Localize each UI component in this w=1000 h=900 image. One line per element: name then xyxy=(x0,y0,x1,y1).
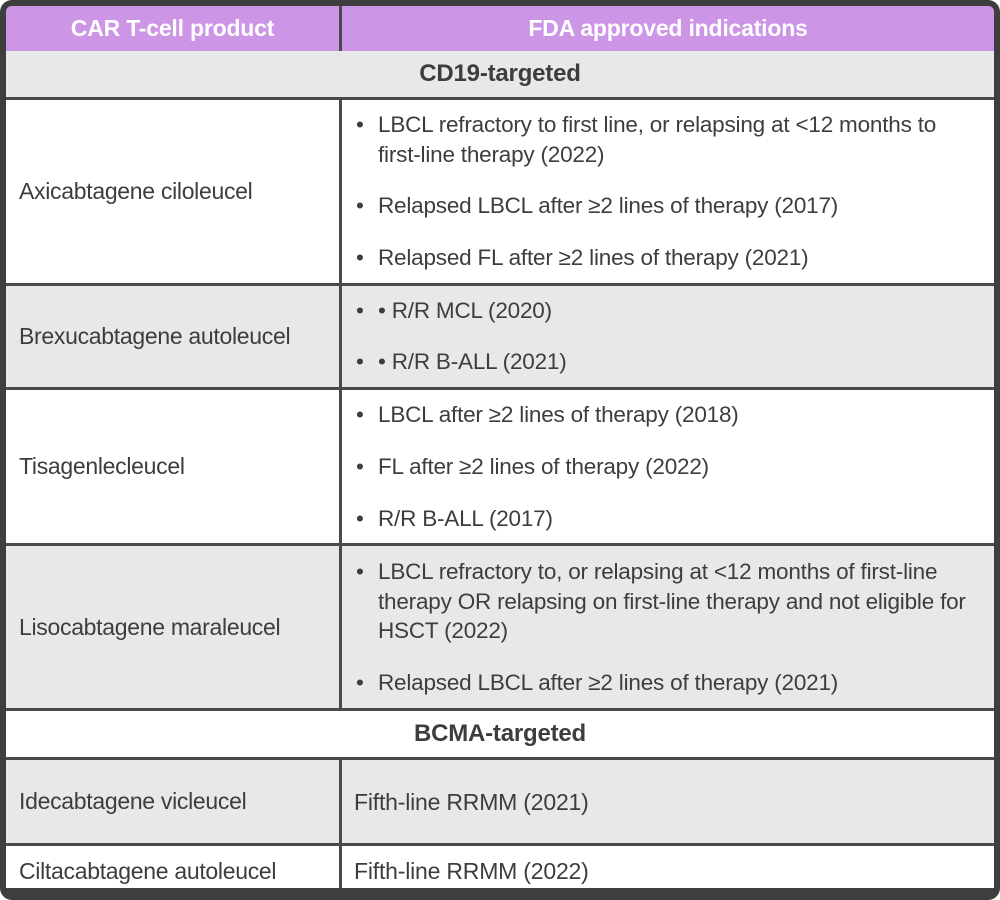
indication-item: • • R/R B-ALL (2021) xyxy=(356,347,978,377)
indications-cell: • LBCL after ≥2 lines of therapy (2018) … xyxy=(342,390,994,543)
bullet-icon: • xyxy=(356,193,364,219)
indication-text: Fifth-line RRMM (2021) xyxy=(354,788,589,815)
indication-text: LBCL after ≥2 lines of therapy (2018) xyxy=(378,402,739,428)
indication-text: Relapsed FL after ≥2 lines of therapy (2… xyxy=(378,245,809,271)
bullet-icon: • xyxy=(356,505,364,531)
table-row: Ciltacabtagene autoleucel • Fifth-line R… xyxy=(6,843,994,888)
indications-cell: • LBCL refractory to first line, or rela… xyxy=(342,100,994,283)
indication-text: • R/R MCL (2020) xyxy=(378,297,552,323)
indication-text: FL after ≥2 lines of therapy (2022) xyxy=(378,453,709,479)
indication-item: • FL after ≥2 lines of therapy (2022) xyxy=(356,452,978,482)
bullet-icon: • xyxy=(356,669,364,695)
indication-item: • Relapsed LBCL after ≥2 lines of therap… xyxy=(356,668,978,698)
bullet-icon: • xyxy=(356,349,364,375)
indication-item: • LBCL refractory to first line, or rela… xyxy=(356,110,978,169)
indication-item: • Fifth-line RRMM (2022) xyxy=(354,856,978,886)
indication-text: LBCL refractory to, or relapsing at <12 … xyxy=(378,558,966,644)
section-title: CD19-targeted xyxy=(419,60,581,87)
bullet-icon: • xyxy=(356,558,364,584)
section-header-row: BCMA-targeted xyxy=(6,708,994,757)
table-row: Brexucabtagene autoleucel • • R/R MCL (2… xyxy=(6,282,994,388)
bullet-icon: • xyxy=(356,453,364,479)
table-body: CD19-targeted Axicabtagene ciloleucel • … xyxy=(6,51,994,888)
indication-text: R/R B-ALL (2017) xyxy=(378,505,553,531)
indication-item: • • R/R MCL (2020) xyxy=(356,296,978,326)
indication-text: Fifth-line RRMM (2022) xyxy=(354,858,589,885)
indication-text: • R/R B-ALL (2021) xyxy=(378,349,567,375)
product-name: Tisagenlecleucel xyxy=(6,390,342,544)
indications-cell: • • R/R MCL (2020) • • R/R B-ALL (2021) xyxy=(342,286,994,387)
indication-item: • Relapsed FL after ≥2 lines of therapy … xyxy=(356,243,978,273)
indication-text: Relapsed LBCL after ≥2 lines of therapy … xyxy=(378,669,839,695)
section-title: BCMA-targeted xyxy=(413,720,587,748)
product-name: Ciltacabtagene autoleucel xyxy=(6,846,342,888)
indication-item: • LBCL refractory to, or relapsing at <1… xyxy=(356,557,978,646)
indication-text: LBCL refractory to first line, or relaps… xyxy=(378,112,937,167)
indication-item: • Fifth-line RRMM (2021) xyxy=(354,787,978,817)
table-row: Tisagenlecleucel • LBCL after ≥2 lines o… xyxy=(6,387,994,544)
table-row: Lisocabtagene maraleucel • LBCL refracto… xyxy=(6,543,994,709)
column-header-indications: FDA approved indications xyxy=(528,15,808,41)
table-header-row: CAR T-cell product FDA approved indicati… xyxy=(6,6,994,51)
product-name: Axicabtagene ciloleucel xyxy=(6,100,342,283)
indications-cell: • Fifth-line RRMM (2021) xyxy=(342,760,994,843)
product-name: Lisocabtagene maraleucel xyxy=(6,546,342,709)
bullet-icon: • xyxy=(356,402,364,428)
bullet-icon: • xyxy=(356,112,364,137)
product-name: Idecabtagene vicleucel xyxy=(6,760,342,844)
product-name: Brexucabtagene autoleucel xyxy=(6,285,342,388)
indication-text: Relapsed LBCL after ≥2 lines of therapy … xyxy=(378,193,839,219)
table-row: Axicabtagene ciloleucel • LBCL refractor… xyxy=(6,97,994,283)
indication-item: • R/R B-ALL (2017) xyxy=(356,504,978,534)
indication-item: • LBCL after ≥2 lines of therapy (2018) xyxy=(356,400,978,430)
bullet-icon: • xyxy=(356,297,364,323)
column-header-product: CAR T-cell product xyxy=(6,6,342,51)
indications-cell: • LBCL refractory to, or relapsing at <1… xyxy=(342,546,994,708)
section-header-row: CD19-targeted xyxy=(6,51,994,97)
indication-item: • Relapsed LBCL after ≥2 lines of therap… xyxy=(356,191,978,221)
bullet-icon: • xyxy=(356,245,364,271)
table-row: Idecabtagene vicleucel • Fifth-line RRMM… xyxy=(6,757,994,844)
indications-cell: • Fifth-line RRMM (2022) xyxy=(342,846,994,888)
